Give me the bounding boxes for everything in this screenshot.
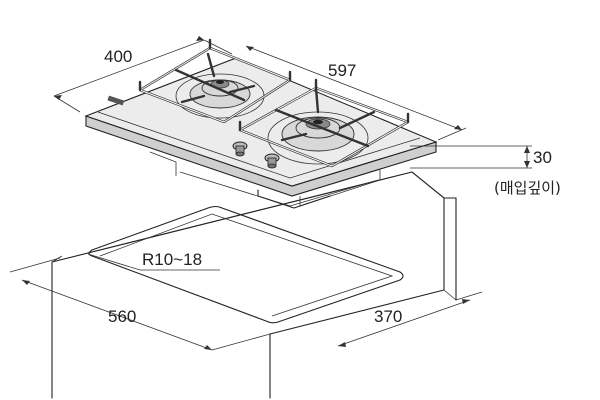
dimension-depth: 400 (53, 36, 233, 113)
corner-radius-label: R10~18 (142, 250, 202, 269)
depth-label: 400 (104, 47, 132, 66)
dimension-cutout-depth: 370 (337, 291, 483, 347)
countertop (51, 171, 457, 399)
knob-right (264, 153, 280, 169)
burner-right (267, 111, 369, 165)
cooktop-plate (84, 57, 438, 187)
cutout-width-label: 560 (108, 307, 136, 326)
install-depth-note: (매입깊이) (494, 179, 561, 197)
cutout-opening (88, 205, 404, 324)
brand-badge (107, 95, 125, 106)
dimension-corner-radius: R10~18 (87, 250, 220, 271)
dimension-width: 597 (245, 45, 467, 141)
grate-left (138, 38, 292, 124)
grate-right (238, 78, 410, 168)
install-depth-label: 30 (533, 148, 552, 167)
width-label: 597 (328, 61, 356, 80)
dimension-install-depth: 30 (매입깊이) (410, 145, 561, 197)
knob-left (232, 141, 248, 157)
dimension-cutout-width: 560 (9, 257, 271, 351)
cooktop (84, 38, 438, 209)
cutout-depth-label: 370 (374, 307, 402, 326)
